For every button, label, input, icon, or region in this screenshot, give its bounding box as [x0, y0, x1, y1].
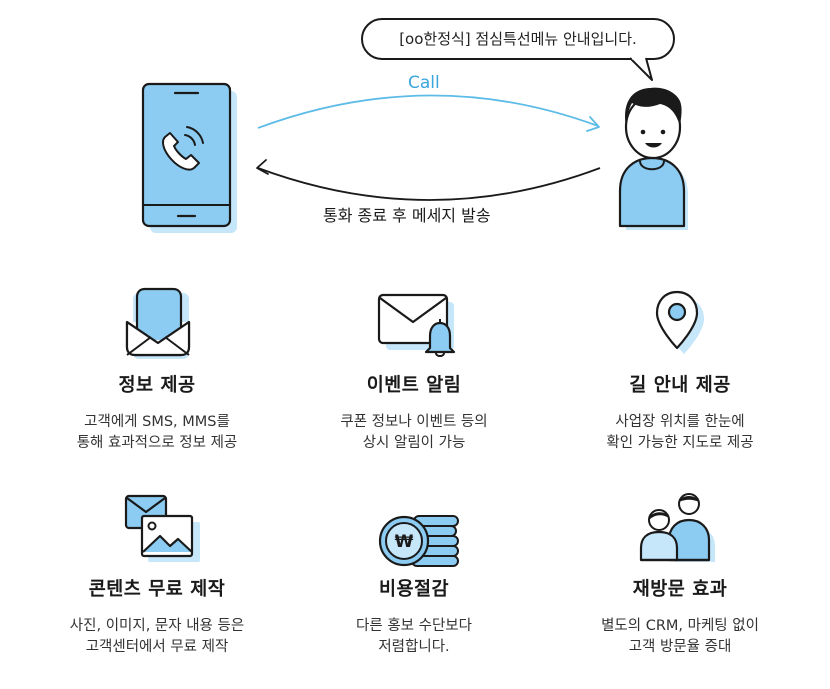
mail-image-icon — [124, 494, 200, 562]
mail-bell-icon — [377, 293, 456, 357]
location-pin-icon — [655, 290, 704, 354]
feature-title: 비용절감 — [378, 579, 450, 600]
feature-directions: 길 안내 제공 사업장 위치를 한눈에 확인 가능한 지도로 제공 — [560, 374, 800, 454]
feature-desc: 다른 홍보 수단보다 저렴합니다. — [356, 618, 472, 655]
feature-revisit: 재방문 효과 별도의 CRM, 마케팅 없이 고객 방문율 증대 — [560, 578, 800, 658]
return-arrow-bottom — [257, 167, 601, 201]
svg-text:₩: ₩ — [395, 532, 414, 552]
feature-title: 정보 제공 — [118, 375, 196, 396]
feature-cost: 비용절감 다른 홍보 수단보다 저렴합니다. — [294, 578, 534, 658]
feature-info: 정보 제공 고객에게 SMS, MMS를 통해 효과적으로 정보 제공 — [37, 374, 277, 454]
call-label: Call — [408, 73, 440, 93]
smartphone-icon — [141, 82, 237, 233]
feature-desc: 쿠폰 정보나 이벤트 등의 상시 알림이 가능 — [340, 414, 488, 451]
call-illustration — [141, 18, 688, 233]
feature-desc: 사업장 위치를 한눈에 확인 가능한 지도로 제공 — [606, 414, 754, 451]
feature-desc: 고객에게 SMS, MMS를 통해 효과적으로 정보 제공 — [76, 414, 238, 451]
speech-bubble — [361, 18, 675, 81]
customer-avatar-icon — [618, 87, 688, 230]
feature-content: 콘텐츠 무료 제작 사진, 이미지, 문자 내용 등은 고객센터에서 무료 제작 — [37, 578, 277, 658]
feature-title: 재방문 효과 — [632, 579, 728, 600]
end-call-label: 통화 종료 후 메세지 발송 — [323, 206, 491, 225]
feature-title: 콘텐츠 무료 제작 — [88, 579, 226, 600]
feature-desc: 사진, 이미지, 문자 내용 등은 고객센터에서 무료 제작 — [69, 618, 245, 655]
speech-bubble-text: [oo한정식] 점심특선메뉴 안내입니다. — [399, 30, 637, 48]
call-arrow-top — [257, 94, 599, 129]
feature-desc: 별도의 CRM, 마케팅 없이 고객 방문율 증대 — [601, 618, 759, 655]
feature-event: 이벤트 알림 쿠폰 정보나 이벤트 등의 상시 알림이 가능 — [294, 374, 534, 454]
feature-title: 길 안내 제공 — [629, 375, 731, 396]
coins-icon: ₩ — [378, 515, 459, 567]
envelope-icon — [125, 287, 191, 359]
customers-icon — [639, 493, 715, 562]
feature-title: 이벤트 알림 — [366, 375, 462, 396]
